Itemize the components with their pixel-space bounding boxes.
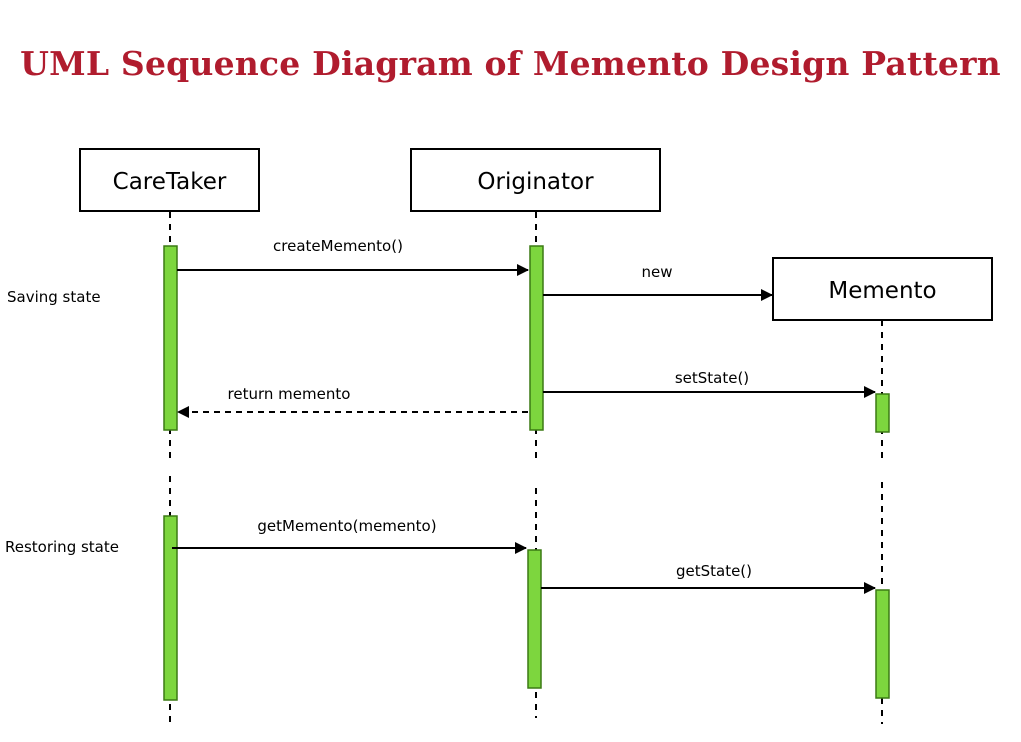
originator-activation-restoring — [527, 549, 542, 689]
originator-box — [410, 148, 661, 212]
originator-participant: Originator — [410, 148, 661, 212]
memento-activation-getstate — [875, 589, 890, 699]
memento-activation-setstate — [875, 393, 890, 433]
get-memento-label: getMemento(memento) — [257, 517, 436, 535]
memento-label: Memento — [828, 278, 936, 304]
create-memento-label: createMemento() — [273, 237, 403, 255]
saving-state-label: Saving state — [7, 288, 101, 306]
originator-activation-saving — [529, 245, 544, 431]
diagram-title: UML Sequence Diagram of Memento Design P… — [20, 44, 1001, 83]
memento-box — [772, 257, 993, 321]
memento-participant: Memento — [772, 257, 993, 321]
restoring-state-label: Restoring state — [5, 538, 119, 556]
caretaker-box — [79, 148, 260, 212]
caretaker-label: CareTaker — [113, 169, 227, 195]
get-state-label: getState() — [676, 562, 752, 580]
caretaker-participant: CareTaker — [79, 148, 260, 212]
return-memento-label: return memento — [228, 385, 351, 403]
originator-label: Originator — [477, 169, 594, 195]
caretaker-activation-restoring — [163, 515, 178, 701]
caretaker-activation-saving — [163, 245, 178, 431]
set-state-label: setState() — [675, 369, 749, 387]
new-label: new — [641, 263, 672, 281]
